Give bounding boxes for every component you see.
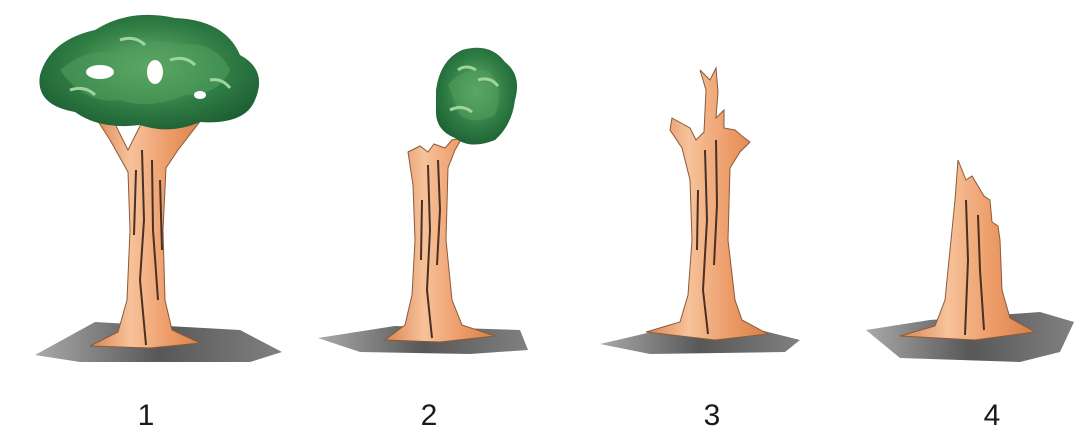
stage-label-3: 3 [704, 399, 721, 428]
tree-4-broken-stump [866, 160, 1074, 362]
stage-label-4: 4 [984, 399, 1001, 428]
stage-label-1: 1 [138, 399, 155, 428]
tree-2-canopy [436, 48, 517, 145]
tree-1-canopy [39, 15, 259, 129]
tree-1-healthy [35, 15, 282, 362]
tree-2-trunk [385, 138, 495, 342]
tree-3-dead-snag [600, 68, 800, 354]
tree-1-trunk [90, 108, 205, 348]
tree-2-losing-canopy [318, 48, 528, 354]
stage-label-2: 2 [421, 399, 438, 428]
